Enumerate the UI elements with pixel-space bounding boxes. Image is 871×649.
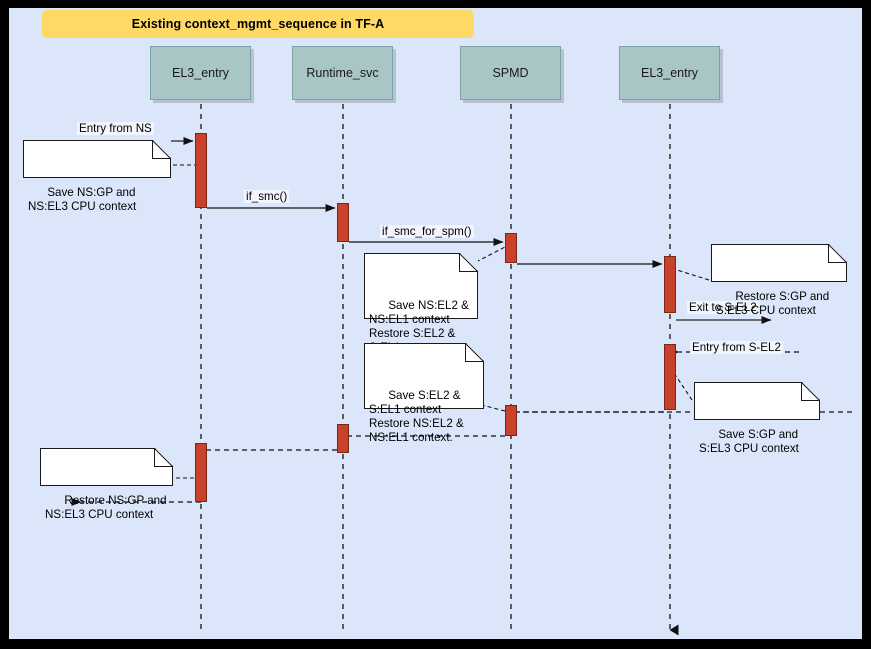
- note-save-ns-el2-restore-s-el2: Save NS:EL2 & NS:EL1 context Restore S:E…: [364, 253, 478, 354]
- activation-el3-entry-1-first[interactable]: [195, 133, 207, 208]
- note-save-s-gp-el3: Save S:GP and S:EL3 CPU context: [694, 382, 820, 455]
- note-fold-icon: [829, 244, 847, 262]
- page-title: Existing context_mgmt_sequence in TF-A: [131, 17, 385, 31]
- note-text: Save S:EL2 & S:EL1 context Restore NS:EL…: [369, 388, 464, 445]
- activation-spmd-first[interactable]: [505, 233, 517, 263]
- activation-el3-entry-1-second[interactable]: [195, 443, 207, 502]
- note-fold-icon: [802, 382, 820, 400]
- lifeline-head-el3-entry-2[interactable]: EL3_entry: [619, 46, 720, 100]
- message-label-exit-to-s-el2: Exit to S-EL2: [687, 301, 759, 314]
- note-restore-ns-gp-el3: Restore NS:GP and NS:EL3 CPU context: [40, 448, 173, 521]
- lifeline-head-runtime-svc[interactable]: Runtime_svc: [292, 46, 393, 100]
- note-text: Restore NS:GP and NS:EL3 CPU context: [45, 493, 167, 521]
- lifeline-head-spmd[interactable]: SPMD: [460, 46, 561, 100]
- activation-el3-entry-2-first[interactable]: [664, 256, 676, 313]
- lifeline-label: EL3_entry: [641, 66, 698, 80]
- note-fold-icon: [460, 253, 478, 271]
- lifeline-label: Runtime_svc: [306, 66, 379, 80]
- activation-runtime-svc-second[interactable]: [337, 424, 349, 453]
- message-label-if-smc: if_smc(): [244, 190, 290, 203]
- note-restore-s-gp-el3: Restore S:GP and S:EL3 CPU context: [711, 244, 847, 317]
- activation-spmd-second[interactable]: [505, 405, 517, 436]
- lifeline-head-el3-entry-1[interactable]: EL3_entry: [150, 46, 251, 100]
- note-save-ns-gp-el3: Save NS:GP and NS:EL3 CPU context: [23, 140, 171, 213]
- note-fold-icon: [153, 140, 171, 158]
- note-text: Restore S:GP and S:EL3 CPU context: [716, 289, 830, 317]
- message-label-entry-from-s-el2: Entry from S-EL2: [690, 341, 783, 354]
- activation-runtime-svc-first[interactable]: [337, 203, 349, 242]
- note-fold-icon: [155, 448, 173, 466]
- diagram-canvas: Existing context_mgmt_sequence in TF-A E…: [9, 8, 862, 639]
- message-label-entry-from-ns: Entry from NS: [77, 122, 154, 135]
- lifeline-label: EL3_entry: [172, 66, 229, 80]
- diagram-title-banner: Existing context_mgmt_sequence in TF-A: [42, 10, 474, 38]
- lifeline-dashes: [200, 104, 512, 630]
- note-text: Save NS:GP and NS:EL3 CPU context: [28, 185, 137, 213]
- lifeline-label: SPMD: [492, 66, 529, 80]
- note-text: Save S:GP and S:EL3 CPU context: [699, 427, 799, 455]
- activation-el3-entry-2-second[interactable]: [664, 344, 676, 410]
- note-fold-icon: [466, 343, 484, 361]
- message-label-if-smc-for-spm: if_smc_for_spm(): [380, 225, 474, 238]
- note-save-s-el2-restore-ns-el2: Save S:EL2 & S:EL1 context Restore NS:EL…: [364, 343, 484, 444]
